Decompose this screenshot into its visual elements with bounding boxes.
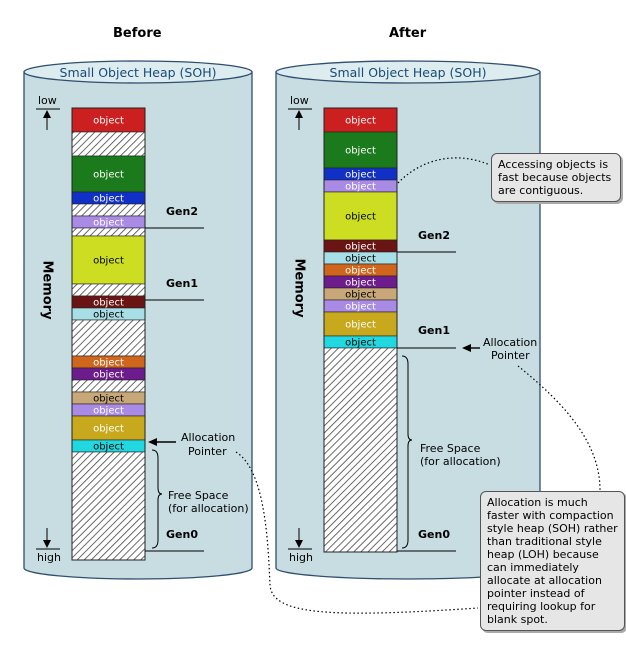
after-object-label-5: object — [345, 212, 376, 223]
contiguous-connector — [397, 157, 491, 184]
before-object-label-18: object — [93, 424, 124, 435]
before-gen1-label: Gen1 — [166, 277, 198, 290]
before-free-label-2: (for allocation) — [168, 502, 249, 515]
before-memory-label: Memory — [40, 260, 55, 320]
after-object-label-6: object — [345, 242, 376, 253]
before-free-block-20 — [71, 451, 146, 561]
after-memory-column: objectobjectobjectobjectobjectobjectobje… — [323, 107, 398, 553]
after-annotations: Gen2 Gen1 Gen0 Allocation Pointer Free S… — [397, 229, 537, 552]
before-alloc-connector — [235, 451, 479, 614]
after-object-label-4: object — [345, 182, 376, 193]
after-object-label-8: object — [345, 266, 376, 277]
before-gen2-label: Gen2 — [166, 205, 198, 218]
before-object-label-17: object — [93, 406, 124, 417]
before-alloc-label-2: Pointer — [188, 445, 227, 458]
after-gen1-label: Gen1 — [418, 324, 450, 337]
after-free-brace — [401, 355, 413, 549]
before-low-label: low — [38, 94, 57, 107]
after-object-label-13: object — [345, 338, 376, 349]
before-object-label-16: object — [93, 394, 124, 405]
before-alloc-arrowhead — [148, 438, 157, 446]
before-free-block-2 — [71, 131, 146, 157]
after-free-label-1: Free Space — [420, 442, 481, 455]
before-free-block-5 — [71, 203, 146, 217]
after-heading: After — [389, 26, 427, 41]
before-object-label-6: object — [93, 218, 124, 229]
after-alloc-arrowhead — [462, 344, 471, 352]
before-memory-column: objectobjectobjectobjectobjectobjectobje… — [71, 107, 146, 561]
after-alloc-label-2: Pointer — [491, 349, 530, 362]
before-free-block-9 — [71, 283, 146, 297]
before-free-block-7 — [71, 227, 146, 237]
before-free-label-1: Free Space — [168, 489, 229, 502]
before-object-block-1 — [71, 107, 146, 133]
after-alloc-connector — [517, 365, 601, 491]
before-scale: low Memory high — [36, 94, 61, 564]
after-memory-label: Memory — [292, 258, 307, 318]
before-high-label: high — [37, 551, 61, 564]
before-object-label-10: object — [93, 298, 124, 309]
after-high-label: high — [289, 551, 313, 564]
before-heading: Before — [113, 26, 162, 41]
before-object-label-1: object — [93, 116, 124, 127]
after-low-label: low — [290, 94, 309, 107]
after-scale: low Memory high — [288, 94, 313, 564]
after-object-label-9: object — [345, 278, 376, 289]
before-gen0-label: Gen0 — [166, 528, 198, 541]
after-object-label-10: object — [345, 290, 376, 301]
before-object-label-11: object — [93, 310, 124, 321]
before-object-label-3: object — [93, 170, 124, 181]
after-gen0-label: Gen0 — [418, 528, 450, 541]
before-free-brace — [151, 449, 163, 549]
after-object-label-2: object — [345, 146, 376, 157]
before-object-label-4: object — [93, 194, 124, 205]
after-object-label-7: object — [345, 254, 376, 265]
before-object-label-14: object — [93, 370, 124, 381]
after-column-border — [323, 107, 398, 553]
before-object-block-3 — [71, 155, 146, 193]
after-object-label-12: object — [345, 320, 376, 331]
before-free-block-15 — [71, 379, 146, 393]
after-alloc-label-1: Allocation — [483, 336, 537, 349]
compaction-callout: Allocation is much faster with compactio… — [480, 491, 625, 631]
after-cylinder-title: Small Object Heap (SOH) — [330, 65, 487, 80]
before-object-label-19: object — [93, 442, 124, 453]
after-object-label-1: object — [345, 116, 376, 127]
before-free-block-12 — [71, 319, 146, 357]
before-alloc-label-1: Allocation — [181, 431, 235, 444]
before-column-border — [71, 107, 146, 561]
after-object-block-1 — [323, 107, 398, 133]
before-object-label-8: object — [93, 256, 124, 267]
after-free-label-2: (for allocation) — [420, 455, 501, 468]
before-annotations: Gen2 Gen1 Gen0 Allocation Pointer Free S… — [145, 205, 249, 552]
before-object-label-13: object — [93, 358, 124, 369]
before-cylinder-title: Small Object Heap (SOH) — [60, 65, 217, 80]
after-object-label-11: object — [345, 302, 376, 313]
contiguous-callout: Accessing objects is fast because object… — [491, 153, 621, 202]
after-gen2-label: Gen2 — [418, 229, 450, 242]
after-free-block-14 — [323, 347, 398, 553]
after-object-label-3: object — [345, 170, 376, 181]
